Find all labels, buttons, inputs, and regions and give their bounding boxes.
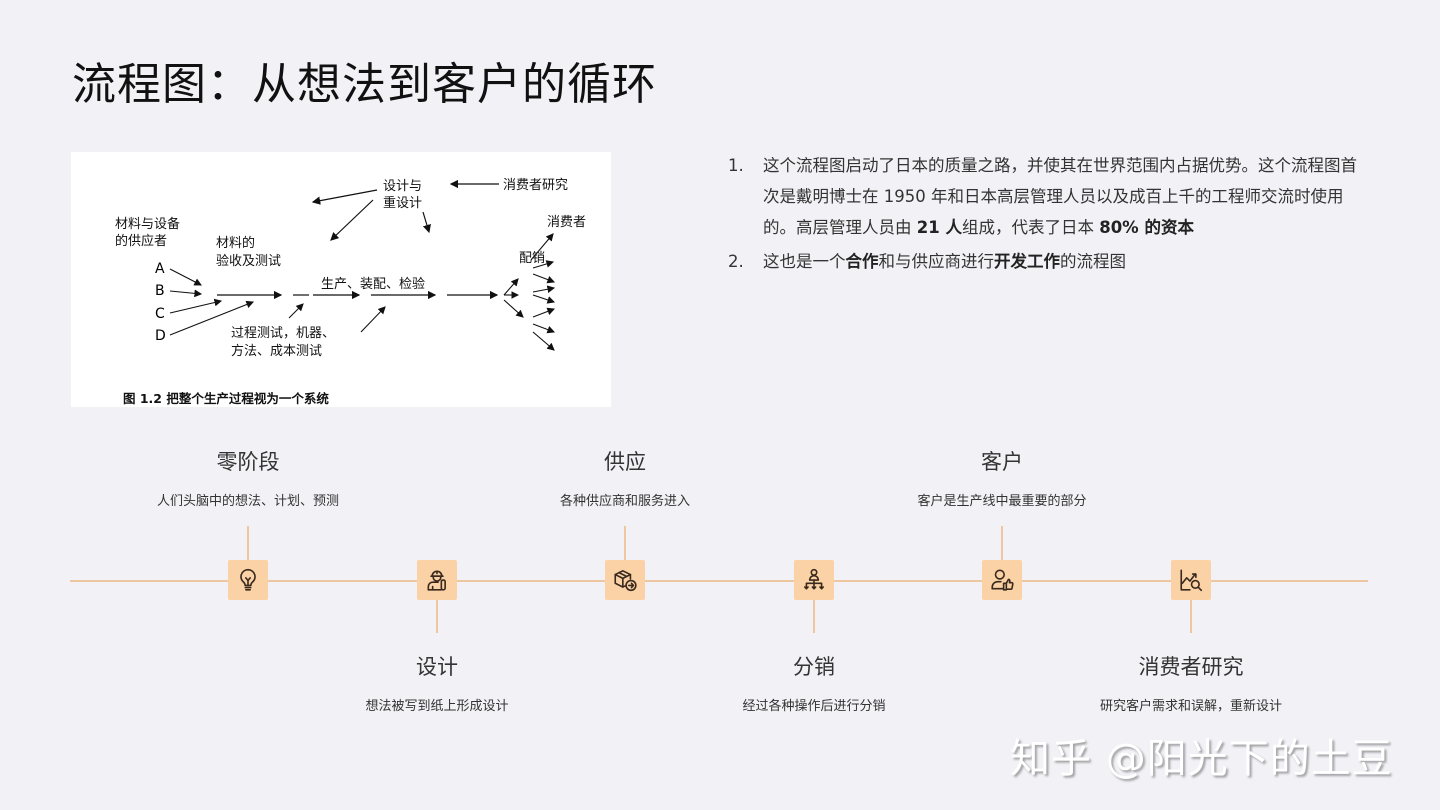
fig-supplier-b: B — [155, 283, 165, 299]
timeline-step-distribution: 分销 经过各种操作后进行分销 — [664, 651, 964, 714]
watermark: 知乎 @阳光下的土豆 — [1010, 736, 1393, 782]
step-title: 消费者研究 — [1138, 655, 1244, 679]
note-text-part: 这个流程图启动了日本的质量之路，并使其在世界范围内占据优势。这个流程图首次是戴明… — [763, 156, 1357, 237]
timeline-node-consumer-research — [1171, 560, 1211, 600]
fig-label-suppliers-2: 的供应者 — [115, 233, 167, 249]
fig-label-receiving-1: 材料的 — [216, 235, 255, 251]
fig-label-process-test-2: 方法、成本测试 — [231, 343, 322, 359]
notes-list: 1. 这个流程图启动了日本的质量之路，并使其在世界范围内占据优势。这个流程图首次… — [728, 150, 1368, 280]
step-desc: 人们头脑中的想法、计划、预测 — [156, 494, 339, 509]
step-title: 零阶段 — [216, 450, 280, 474]
fig-supplier-d: D — [155, 328, 166, 344]
chart-search-icon — [1180, 569, 1203, 592]
timeline-step-consumer-research: 消费者研究 研究客户需求和误解，重新设计 — [1041, 651, 1341, 714]
timeline-step-customer: 客户 客户是生产线中最重要的部分 — [852, 446, 1152, 509]
timeline-connector — [247, 526, 249, 560]
slide-title: 流程图：从想法到客户的循环 — [72, 59, 657, 110]
note-text: 这也是一个合作和与供应商进行开发工作的流程图 — [763, 246, 1126, 277]
fig-supplier-c: C — [155, 306, 165, 322]
note-number: 1. — [728, 156, 744, 175]
fig-supplier-a: A — [155, 261, 165, 277]
note-text: 这个流程图启动了日本的质量之路，并使其在世界范围内占据优势。这个流程图首次是戴明… — [763, 150, 1368, 243]
timeline-node-supply — [605, 560, 645, 600]
note-item: 1. 这个流程图启动了日本的质量之路，并使其在世界范围内占据优势。这个流程图首次… — [728, 150, 1368, 243]
step-desc: 研究客户需求和误解，重新设计 — [1099, 699, 1282, 714]
note-text-bold: 开发工作 — [994, 252, 1060, 271]
fig-label-consumer-research: 消费者研究 — [503, 178, 568, 193]
fig-caption: 图 1.2 把整个生产过程视为一个系统 — [123, 391, 329, 406]
timeline-connector — [436, 600, 438, 633]
timeline-node-distribution — [794, 560, 834, 600]
timeline-node-zero-stage — [228, 560, 268, 600]
timeline-step-design: 设计 想法被写到纸上形成设计 — [287, 651, 587, 714]
timeline-connector — [813, 600, 815, 633]
fig-label-receiving-2: 验收及测试 — [216, 253, 281, 269]
timeline-step-supply: 供应 各种供应商和服务进入 — [475, 446, 775, 509]
note-number: 2. — [728, 252, 744, 271]
note-text-part: 组成，代表了日本 — [961, 218, 1100, 237]
step-title: 分销 — [793, 655, 835, 679]
step-title: 客户 — [981, 450, 1023, 474]
process-system-figure: 设计与 重设计 消费者研究 材料与设备 的供应者 材料的 验收及测试 A B C… — [71, 152, 611, 407]
step-desc: 各种供应商和服务进入 — [559, 494, 690, 509]
step-desc: 经过各种操作后进行分销 — [742, 699, 886, 714]
fig-label-suppliers-1: 材料与设备 — [115, 216, 180, 232]
fig-label-design-1: 设计与 — [383, 179, 422, 194]
note-text-bold: 80% 的资本 — [1099, 218, 1194, 237]
timeline-connector — [624, 526, 626, 560]
fig-label-design-2: 重设计 — [383, 195, 422, 211]
lightbulb-icon — [240, 568, 256, 591]
note-text-part: 这也是一个 — [763, 252, 846, 271]
timeline-step-zero-stage: 零阶段 人们头脑中的想法、计划、预测 — [98, 446, 398, 509]
box-arrow-icon — [614, 569, 637, 592]
note-text-bold: 21 人 — [916, 218, 962, 237]
timeline-node-design — [417, 560, 457, 600]
fig-label-production: 生产、装配、检验 — [321, 276, 425, 292]
timeline-connector — [1001, 526, 1003, 560]
note-text-part: 的流程图 — [1060, 252, 1126, 271]
timeline-line — [70, 580, 1368, 582]
timeline-node-customer — [982, 560, 1022, 600]
fig-label-process-test-1: 过程测试，机器、 — [231, 326, 335, 341]
fig-label-consumers: 消费者 — [547, 215, 586, 230]
customer-like-icon — [991, 569, 1014, 591]
step-desc: 想法被写到纸上形成设计 — [365, 699, 509, 714]
note-item: 2. 这也是一个合作和与供应商进行开发工作的流程图 — [728, 246, 1368, 277]
engineer-icon — [427, 570, 446, 591]
step-desc: 客户是生产线中最重要的部分 — [917, 494, 1087, 509]
step-title: 设计 — [416, 655, 458, 679]
distribution-icon — [803, 568, 825, 590]
note-text-bold: 合作 — [845, 252, 879, 271]
note-text-part: 和与供应商进行 — [878, 252, 995, 271]
step-title: 供应 — [604, 450, 646, 474]
timeline-connector — [1190, 600, 1192, 633]
